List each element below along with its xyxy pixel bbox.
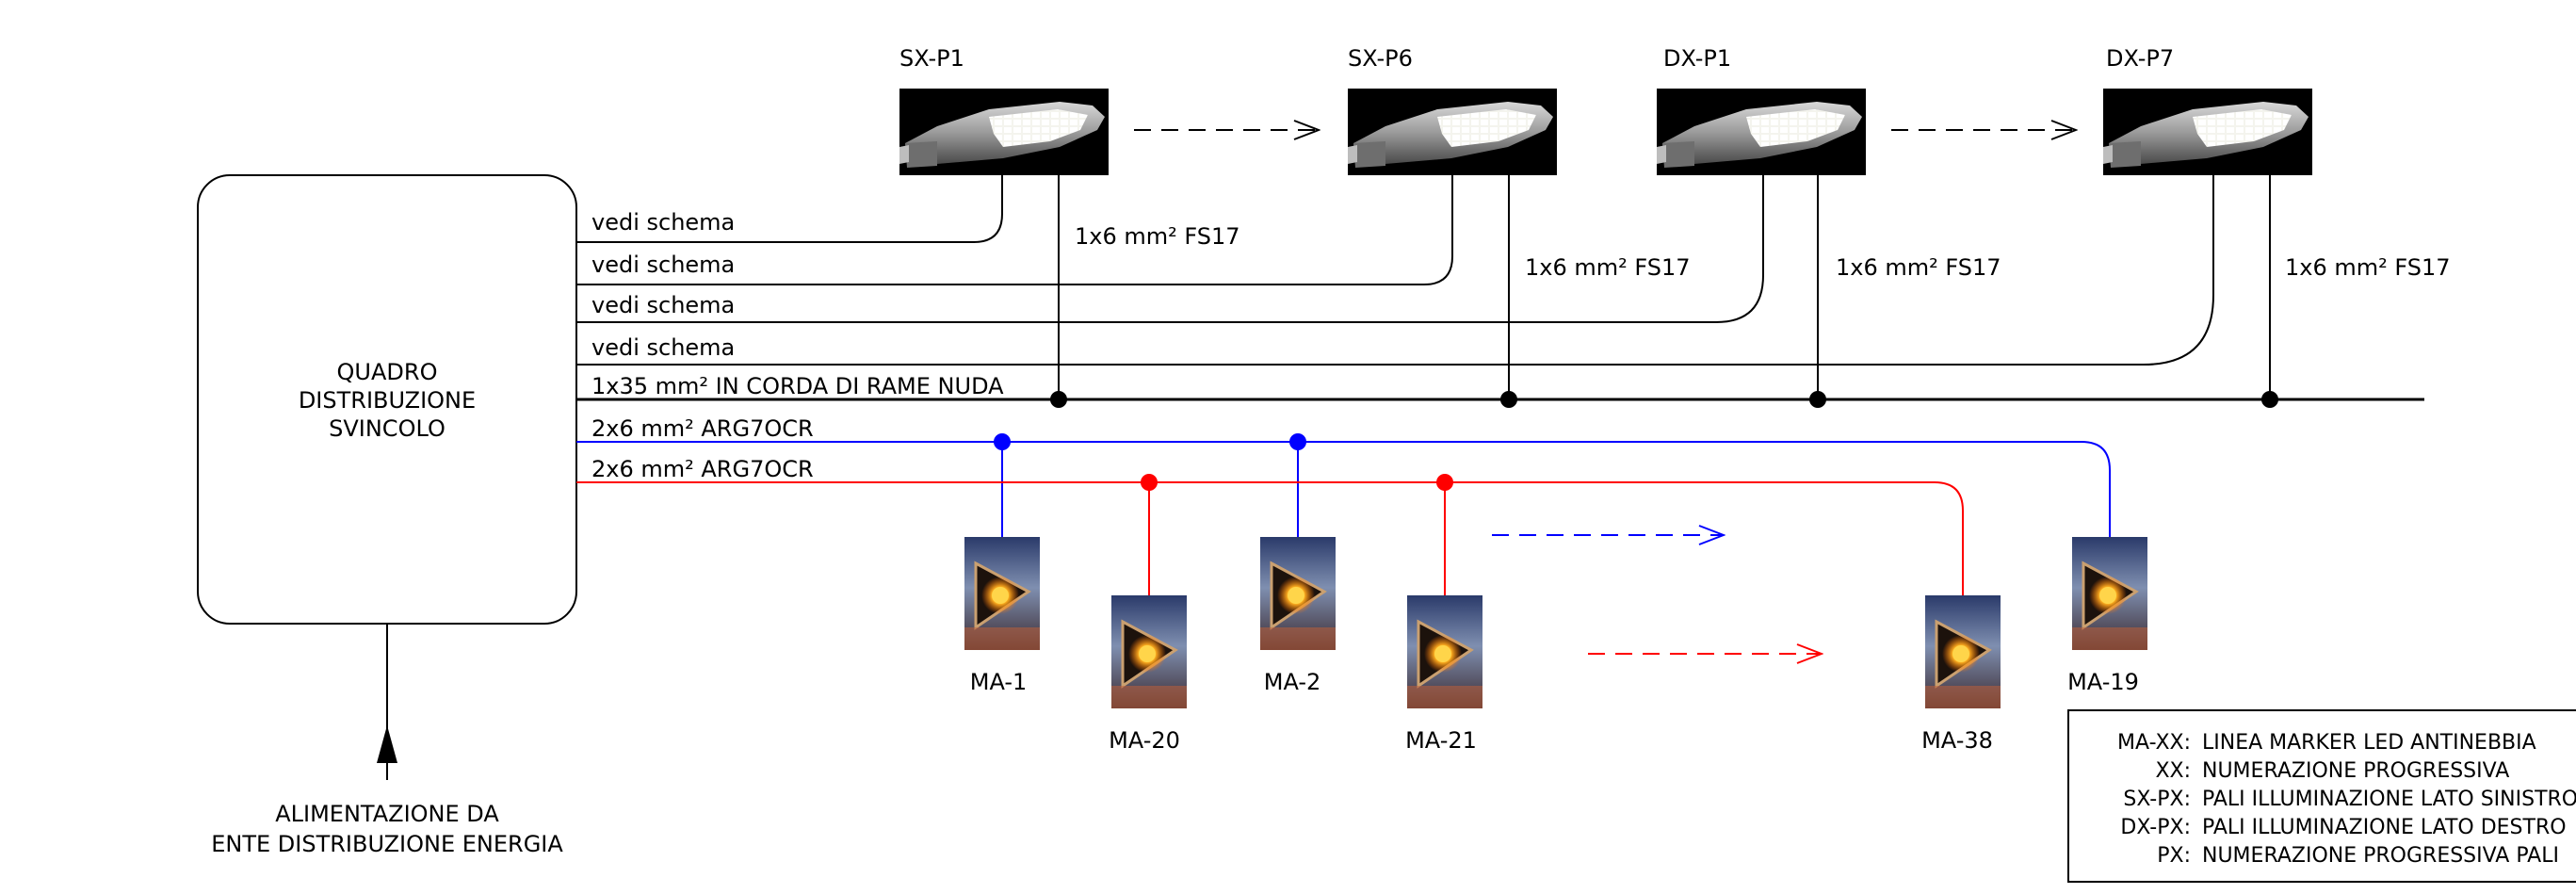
legend-key: XX: xyxy=(2155,759,2191,783)
marker-image xyxy=(1923,593,2002,710)
junction-dot xyxy=(2261,391,2278,408)
marker-ma-38: MA-38 xyxy=(1921,593,2002,754)
panel-label-line-2: DISTRIBUZIONE xyxy=(299,387,476,414)
pole-label: DX-P1 xyxy=(1663,45,1731,72)
legend-key: DX-PX: xyxy=(2120,816,2191,839)
legend: MA-XX: LINEA MARKER LED ANTINEBBIA XX: N… xyxy=(2067,709,2576,883)
marker-image xyxy=(1110,593,1189,710)
junction-dot xyxy=(1050,391,1067,408)
pole-label: SX-P6 xyxy=(1348,45,1413,72)
feeder-label-3: vedi schema xyxy=(591,292,735,318)
legend-key: PX: xyxy=(2157,844,2191,868)
marker-label: MA-38 xyxy=(1921,727,1993,754)
legend-text: NUMERAZIONE PROGRESSIVA xyxy=(2202,759,2509,783)
marker-ma-19: MA-19 xyxy=(2067,535,2149,695)
marker-ma-21: MA-21 xyxy=(1405,593,1484,754)
pole-cable-label: 1x6 mm² FS17 xyxy=(2285,254,2451,281)
legend-text: PALI ILLUMINAZIONE LATO DESTRO xyxy=(2202,816,2567,839)
junction-dot xyxy=(1500,391,1517,408)
red-marker-circuit xyxy=(576,481,1964,595)
pole-cable-label: 1x6 mm² FS17 xyxy=(1525,254,1691,281)
feeder-sx-p1 xyxy=(576,175,1003,243)
marker-image xyxy=(963,535,1042,652)
legend-text: NUMERAZIONE PROGRESSIVA PALI xyxy=(2202,844,2559,868)
supply-feed xyxy=(377,624,397,780)
marker-image xyxy=(1405,593,1484,710)
feeder-label-4: vedi schema xyxy=(591,334,735,361)
feeder-label-1: vedi schema xyxy=(591,209,735,236)
legend-text: LINEA MARKER LED ANTINEBBIA xyxy=(2202,731,2536,755)
feeder-sx-p6 xyxy=(576,175,1453,285)
feeder-dx-p1 xyxy=(576,175,1764,323)
junction-dot xyxy=(994,433,1011,450)
blue-junctions xyxy=(994,433,1306,450)
junction-dot xyxy=(1141,474,1158,491)
pole-dx-p1: DX-P1 1x6 mm² FS17 xyxy=(1657,45,2001,281)
supply-label-line-1: ALIMENTAZIONE DA xyxy=(275,801,499,827)
lighting-feeders xyxy=(576,175,2424,401)
marker-image xyxy=(2070,535,2149,652)
legend-text: PALI ILLUMINAZIONE LATO SINISTRO xyxy=(2202,788,2576,811)
red-circuit-label: 2x6 mm² ARG7OCR xyxy=(591,456,814,482)
pole-cable-label: 1x6 mm² FS17 xyxy=(1075,223,1240,250)
marker-label: MA-2 xyxy=(1264,669,1321,695)
pole-dx-p7: DX-P7 1x6 mm² FS17 xyxy=(2103,45,2451,281)
junction-dot xyxy=(1436,474,1453,491)
marker-label: MA-1 xyxy=(970,669,1028,695)
panel-label-line-3: SVINCOLO xyxy=(329,415,446,442)
marker-label: MA-19 xyxy=(2067,669,2139,695)
junction-dot xyxy=(1289,433,1306,450)
marker-image xyxy=(1258,535,1337,652)
marker-ma-2: MA-2 xyxy=(1258,535,1337,695)
luminaire-image xyxy=(2103,89,2312,175)
pole-label: DX-P7 xyxy=(2106,45,2174,72)
marker-label: MA-20 xyxy=(1109,727,1180,754)
feeder-label-2: vedi schema xyxy=(591,252,735,278)
panel-label-line-1: QUADRO xyxy=(337,359,438,385)
pole-sx-p6: SX-P6 1x6 mm² FS17 xyxy=(1348,45,1691,281)
pole-cable-label: 1x6 mm² FS17 xyxy=(1836,254,2001,281)
luminaire-image xyxy=(899,89,1109,175)
marker-ma-20: MA-20 xyxy=(1109,593,1189,754)
earth-label: 1x35 mm² IN CORDA DI RAME NUDA xyxy=(591,373,1004,399)
supply-label-line-2: ENTE DISTRIBUZIONE ENERGIA xyxy=(211,831,563,857)
legend-key: MA-XX: xyxy=(2117,731,2191,755)
legend-box xyxy=(2067,709,2576,883)
blue-marker-circuit xyxy=(576,441,2111,537)
red-junctions xyxy=(1141,474,1453,491)
luminaire-image xyxy=(1657,89,1866,175)
feeder-dx-p7 xyxy=(576,175,2214,366)
junction-dot xyxy=(1809,391,1826,408)
marker-ma-1: MA-1 xyxy=(963,535,1042,695)
legend-key: SX-PX: xyxy=(2123,788,2191,811)
marker-label: MA-21 xyxy=(1405,727,1477,754)
pole-sx-p1: SX-P1 1x6 mm² FS17 xyxy=(899,45,1240,250)
pole-label: SX-P1 xyxy=(899,45,964,72)
earth-junctions xyxy=(1050,391,2278,408)
luminaire-image xyxy=(1348,89,1557,175)
blue-circuit-label: 2x6 mm² ARG7OCR xyxy=(591,415,814,442)
